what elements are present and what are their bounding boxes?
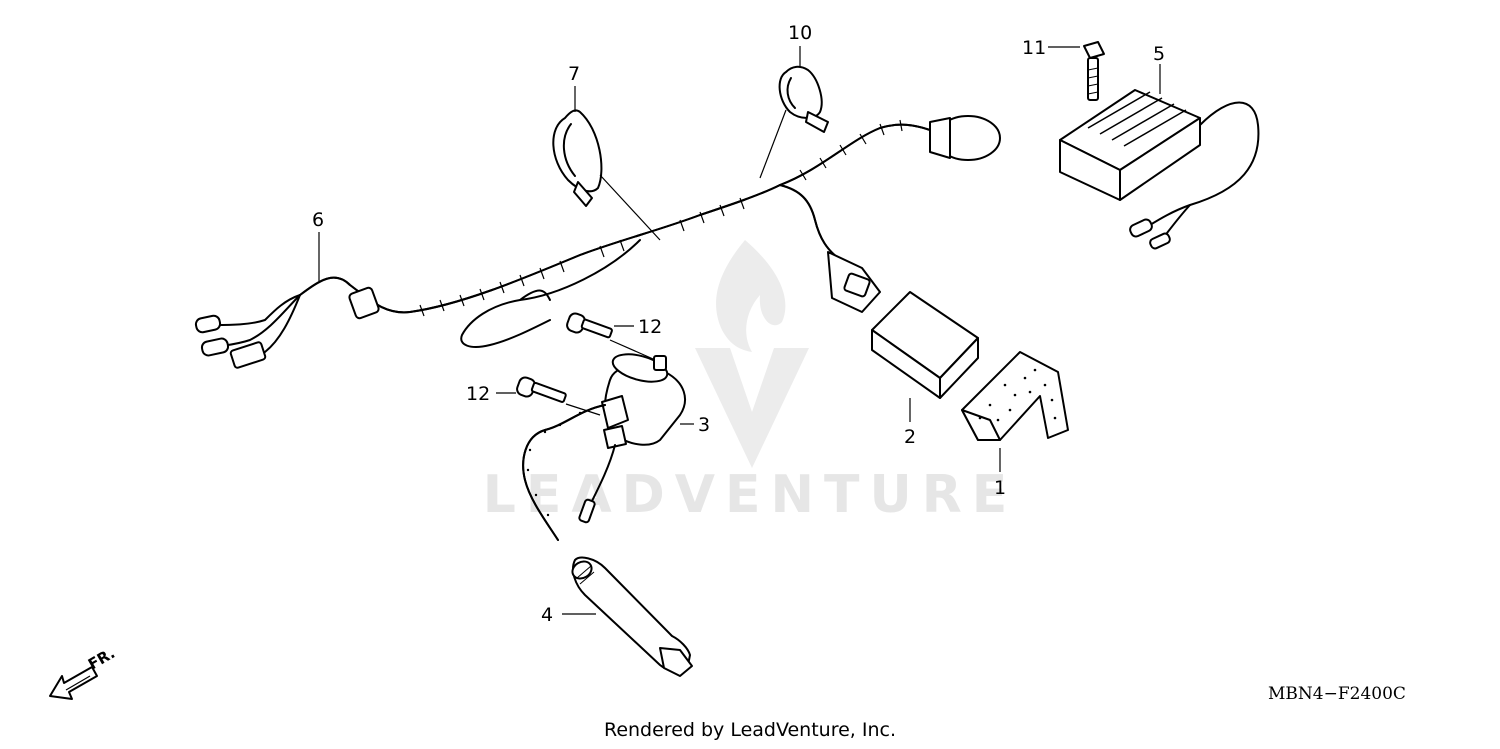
callout-11: 11 xyxy=(1022,37,1046,59)
watermark-logo xyxy=(695,240,809,468)
regulator-rectifier-5 xyxy=(1059,64,1260,250)
callout-3: 3 xyxy=(698,414,710,436)
callout-6: 6 xyxy=(312,209,324,231)
callout-7: 7 xyxy=(568,63,580,85)
watermark: LEADVENTURE xyxy=(483,240,1018,525)
footer-credit: Rendered by LeadVenture, Inc. xyxy=(604,719,896,741)
front-arrow-icon xyxy=(49,666,98,700)
spark-plug-cap-4 xyxy=(562,556,693,677)
cdi-unit-2 xyxy=(827,251,979,422)
harness-left-connectors xyxy=(194,294,301,369)
rubber-mount-1 xyxy=(961,351,1069,472)
ignition-coil-3 xyxy=(522,353,694,541)
callout-4: 4 xyxy=(541,604,553,626)
clamp-band-7 xyxy=(552,109,661,241)
drawing-code: MBN4−F2400C xyxy=(1268,684,1406,704)
callout-10: 10 xyxy=(788,22,812,44)
bolt-11 xyxy=(1048,41,1105,101)
front-direction-indicator: FR. xyxy=(49,644,118,700)
callout-2: 2 xyxy=(904,426,916,448)
callout-1: 1 xyxy=(994,477,1006,499)
wire-harness xyxy=(194,115,1001,369)
watermark-text: LEADVENTURE xyxy=(483,465,1018,525)
callout-labels: 1 2 3 4 5 6 7 10 11 12 12 xyxy=(312,22,1165,626)
callout-5: 5 xyxy=(1153,43,1165,65)
harness-clip xyxy=(348,286,380,320)
clamp-band-10 xyxy=(759,65,829,179)
bolt-12-lower xyxy=(496,376,601,416)
mount-texture xyxy=(978,368,1057,422)
harness-tape-marks xyxy=(419,119,903,317)
callout-12-lower: 12 xyxy=(466,383,490,405)
callout-12-upper: 12 xyxy=(638,316,662,338)
